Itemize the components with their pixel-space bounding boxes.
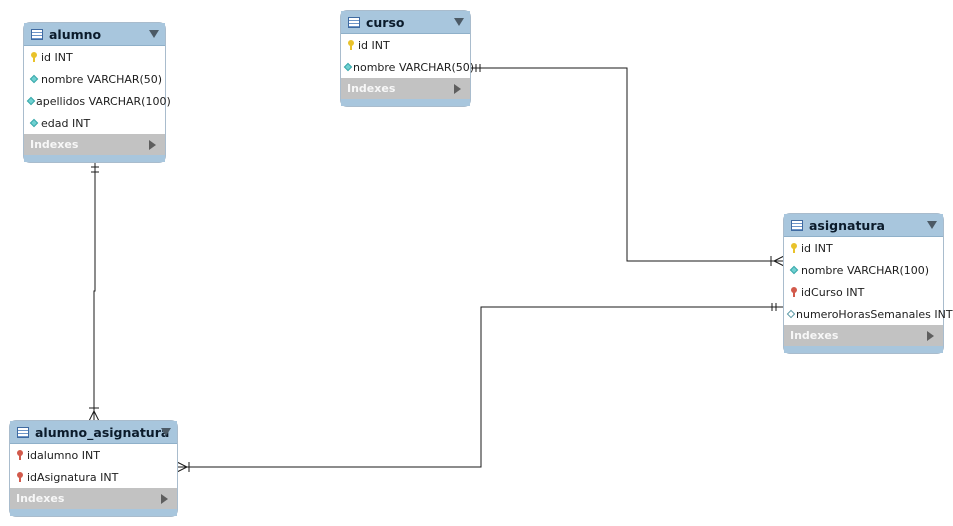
foreign-key-icon bbox=[16, 472, 23, 482]
table-icon bbox=[31, 28, 43, 40]
indexes-section[interactable]: Indexes bbox=[341, 78, 470, 99]
expand-arrow-icon[interactable] bbox=[927, 331, 934, 341]
collapse-caret-icon[interactable] bbox=[454, 18, 464, 26]
primary-key-icon bbox=[347, 40, 354, 50]
column-label: id INT bbox=[41, 50, 73, 64]
table-header[interactable]: curso bbox=[341, 11, 470, 34]
column-label: idCurso INT bbox=[801, 285, 865, 299]
indexes-label: Indexes bbox=[347, 82, 396, 95]
column-row[interactable]: apellidos VARCHAR(100) bbox=[24, 90, 171, 112]
filled-diamond-icon bbox=[26, 96, 36, 106]
table-icon bbox=[348, 16, 360, 28]
table-footer bbox=[10, 509, 177, 516]
table-header[interactable]: alumno_asignatura bbox=[10, 421, 177, 444]
foreign-key-icon bbox=[16, 450, 23, 460]
column-label: idalumno INT bbox=[27, 448, 100, 462]
hollow-diamond-icon bbox=[786, 309, 796, 319]
expand-arrow-icon[interactable] bbox=[454, 84, 461, 94]
filled-diamond-icon bbox=[789, 265, 798, 275]
crowfoot-marker bbox=[88, 409, 100, 422]
column-row[interactable]: numeroHorasSemanales INT bbox=[784, 303, 953, 325]
column-label: nombre VARCHAR(50) bbox=[353, 60, 475, 74]
table-icon bbox=[17, 426, 29, 438]
column-label: numeroHorasSemanales INT bbox=[796, 307, 953, 321]
column-row[interactable]: nombre VARCHAR(100) bbox=[784, 259, 943, 281]
table-asignatura[interactable]: asignatura id INT nombre VARCHAR(100) id… bbox=[784, 214, 953, 353]
column-label: edad INT bbox=[41, 116, 91, 130]
column-row[interactable]: idCurso INT bbox=[784, 281, 943, 303]
indexes-section[interactable]: Indexes bbox=[24, 134, 165, 155]
column-row[interactable]: idalumno INT bbox=[10, 444, 177, 466]
collapse-caret-icon[interactable] bbox=[161, 428, 171, 436]
table-curso[interactable]: curso id INT nombre VARCHAR(50) Indexes bbox=[341, 11, 474, 106]
table-footer bbox=[784, 346, 943, 353]
filled-diamond-icon bbox=[29, 118, 38, 128]
indexes-label: Indexes bbox=[790, 329, 839, 342]
table-header[interactable]: asignatura bbox=[784, 214, 943, 237]
column-label: id INT bbox=[801, 241, 833, 255]
collapse-caret-icon[interactable] bbox=[149, 30, 159, 38]
table-title: asignatura bbox=[809, 217, 885, 233]
column-label: id INT bbox=[358, 38, 390, 52]
column-label: idAsignatura INT bbox=[27, 470, 119, 484]
filled-diamond-icon bbox=[343, 62, 353, 72]
table-title: alumno bbox=[49, 26, 102, 42]
indexes-label: Indexes bbox=[16, 492, 65, 505]
crowfoot-marker bbox=[772, 255, 785, 267]
column-row[interactable]: id INT bbox=[341, 34, 470, 56]
expand-arrow-icon[interactable] bbox=[149, 140, 156, 150]
table-title: alumno_asignatura bbox=[35, 424, 170, 440]
relationship-asignatura-alumno-asignatura bbox=[177, 306, 784, 468]
table-alumno-asignatura[interactable]: alumno_asignatura idalumno INT idAsignat… bbox=[10, 421, 177, 516]
indexes-section[interactable]: Indexes bbox=[10, 488, 177, 509]
indexes-label: Indexes bbox=[30, 138, 79, 151]
column-label: apellidos VARCHAR(100) bbox=[36, 94, 171, 108]
column-row[interactable]: edad INT bbox=[24, 112, 165, 134]
collapse-caret-icon[interactable] bbox=[927, 221, 937, 229]
table-icon bbox=[791, 219, 803, 231]
relationship-alumno-alumno-asignatura bbox=[93, 162, 96, 421]
relationship-curso-asignatura bbox=[470, 67, 784, 262]
table-footer bbox=[341, 99, 470, 106]
expand-arrow-icon[interactable] bbox=[161, 494, 168, 504]
table-footer bbox=[24, 155, 165, 162]
table-header[interactable]: alumno bbox=[24, 23, 165, 46]
table-alumno[interactable]: alumno id INT nombre VARCHAR(50) apellid… bbox=[24, 23, 171, 162]
column-row[interactable]: nombre VARCHAR(50) bbox=[341, 56, 474, 78]
primary-key-icon bbox=[790, 243, 797, 253]
filled-diamond-icon bbox=[29, 74, 38, 84]
crowfoot-marker bbox=[176, 461, 189, 473]
column-row[interactable]: nombre VARCHAR(50) bbox=[24, 68, 165, 90]
primary-key-icon bbox=[30, 52, 37, 62]
foreign-key-icon bbox=[790, 287, 797, 297]
column-row[interactable]: id INT bbox=[24, 46, 165, 68]
indexes-section[interactable]: Indexes bbox=[784, 325, 943, 346]
column-label: nombre VARCHAR(50) bbox=[41, 72, 163, 86]
column-label: nombre VARCHAR(100) bbox=[801, 263, 930, 277]
column-row[interactable]: idAsignatura INT bbox=[10, 466, 177, 488]
column-row[interactable]: id INT bbox=[784, 237, 943, 259]
table-title: curso bbox=[366, 14, 405, 30]
